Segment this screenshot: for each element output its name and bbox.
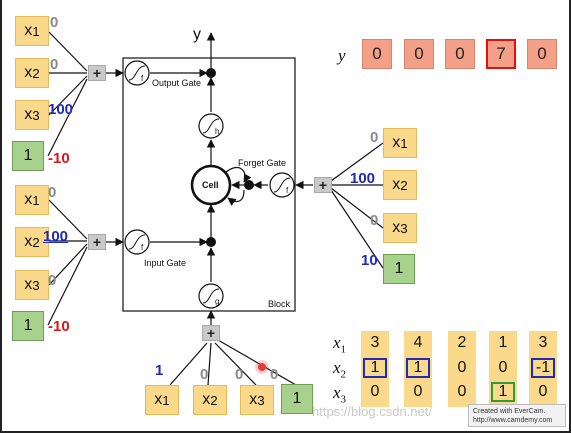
output-gate-sigmoid: [124, 60, 150, 86]
y-value-5: 0: [527, 39, 557, 69]
output-gate-bias: 1: [12, 141, 44, 171]
memory-cell: [190, 164, 232, 206]
forget-gate-bias: 1: [383, 254, 415, 284]
output-f-letter: f: [141, 74, 144, 83]
cell-input-bias: 1: [281, 384, 313, 414]
input-sum-node: +: [88, 234, 106, 250]
input-gate-weight-x3: 0: [48, 272, 57, 289]
y-row-label: y: [338, 46, 346, 65]
watermark-url: https://blog.csdn.net/: [312, 404, 432, 419]
input-gate-weight-x1: 0: [48, 184, 57, 201]
block-y-label: y: [193, 26, 201, 43]
forget-gate-weight-x1: 0: [370, 129, 379, 146]
seq-cell: 0: [370, 383, 380, 400]
output-gate-label: Output Gate: [152, 78, 202, 88]
y-value-1: 0: [362, 39, 392, 69]
seq-column-5: 3 -1 0: [529, 331, 557, 407]
input-f-letter: f: [141, 243, 144, 252]
seq-cell: 0: [538, 383, 548, 400]
cell-input-wires: [169, 247, 297, 386]
seq-column-4: 1 0 1: [489, 331, 517, 407]
seq-column-1: 3 1 0: [361, 331, 389, 407]
y-value-4: 7: [486, 39, 516, 69]
cell-input-sum-node: +: [202, 325, 220, 341]
output-gate-bias-weight: -10: [48, 150, 70, 167]
forget-gate-bias-weight: 10: [361, 252, 378, 269]
seq-cell: 0: [457, 359, 467, 376]
block-internal-wires: [206, 32, 252, 238]
cell-input-weight-x1: 1: [155, 362, 164, 379]
output-gate-weight-x1: 0: [50, 14, 59, 31]
seq-cell: 3: [538, 334, 548, 351]
seq-row-label-x1: x1: [333, 333, 347, 356]
seq-cell: 2: [457, 334, 467, 351]
g-letter: g: [215, 297, 219, 306]
seq-cell: 0: [413, 383, 423, 400]
forget-gate-wires: [253, 142, 384, 269]
h-letter: h: [215, 127, 219, 136]
seq-cell: 1: [498, 334, 508, 351]
input-gate-weight-x2: 100: [43, 228, 69, 245]
output-gate-weight-x3: 100: [48, 101, 74, 118]
input-gate-label: Input Gate: [144, 258, 187, 268]
seq-row-label-x3: x3: [333, 383, 347, 406]
forget-gate-weight-x3: 0: [370, 212, 379, 229]
output-gate-wires: [47, 31, 208, 157]
input-multiply-node: [206, 237, 216, 247]
input-gate-wires: [47, 199, 208, 326]
forget-gate-sigmoid: [269, 172, 295, 198]
seq-cell: 3: [370, 334, 380, 351]
y-value-3: 0: [445, 39, 475, 69]
input-gate-sigmoid: [124, 229, 150, 255]
seq-cell: 0: [457, 383, 467, 400]
output-sum-node: +: [88, 65, 106, 81]
forget-multiply-node: [244, 180, 254, 190]
forget-f-letter: f: [286, 186, 289, 195]
input-gate-bias: 1: [12, 311, 44, 341]
seq-cell: 1: [491, 382, 515, 402]
forget-gate-weight-x2: 100: [350, 170, 376, 187]
evercam-logo: Created with EverCam. http://www.camdemy…: [468, 404, 566, 427]
cell-input-weight-x3: 0: [235, 366, 244, 383]
seq-cell: 4: [413, 334, 423, 351]
cell-label: Cell: [202, 180, 219, 190]
seq-cell: 1: [406, 358, 430, 378]
seq-column-3: 2 0 0: [448, 331, 476, 407]
cell-input-bias-weight: 0: [270, 366, 279, 383]
seq-cell: 1: [363, 358, 387, 378]
seq-row-label-x2: x2: [333, 358, 347, 381]
cell-input-weight-x2: 0: [200, 366, 209, 383]
y-value-2: 0: [404, 39, 434, 69]
seq-cell: -1: [531, 358, 555, 378]
seq-column-2: 4 1 0: [404, 331, 432, 407]
block-label: Block: [268, 299, 291, 309]
evercam-line1: Created with EverCam.: [473, 408, 546, 415]
forget-gate-label: Forget Gate: [238, 158, 287, 168]
output-multiply-node: [206, 68, 216, 78]
input-gate-bias-weight: -10: [48, 318, 70, 335]
evercam-line2: http://www.camdemy.com: [473, 417, 553, 424]
seq-cell: 0: [498, 359, 508, 376]
output-gate-weight-x2: 0: [50, 56, 59, 73]
cursor-indicator: [258, 363, 266, 371]
forget-sum-node: +: [314, 177, 332, 193]
